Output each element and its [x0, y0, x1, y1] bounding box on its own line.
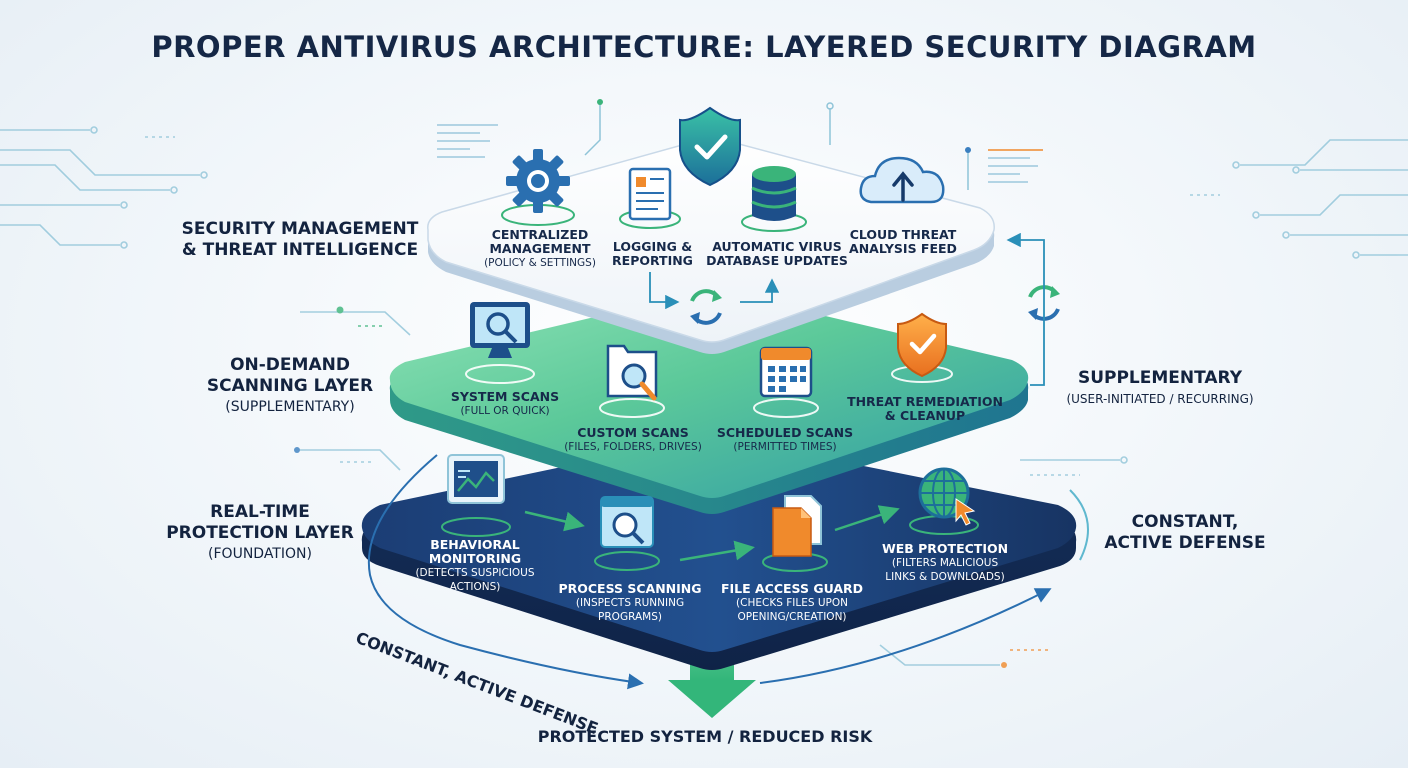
cloud-feed-label: CLOUD THREAT ANALYSIS FEED — [840, 228, 966, 256]
centralized-line1: CENTRALIZED — [491, 227, 589, 242]
monitor-search-icon — [465, 302, 535, 384]
database-updates-label: AUTOMATIC VIRUS DATABASE UPDATES — [704, 240, 850, 268]
behavioral-line2: MONITORING — [428, 551, 522, 566]
system-scans-line1: SYSTEM SCANS — [450, 389, 560, 404]
on-demand-label-sub: (SUPPLEMENTARY) — [225, 399, 355, 415]
web-protection-sub2: LINKS & DOWNLOADS) — [885, 571, 1005, 583]
cloud-line2: ANALYSIS FEED — [849, 241, 957, 256]
management-label-line2: & THREAT INTELLIGENCE — [181, 240, 419, 260]
centralized-sub: (POLICY & SETTINGS) — [484, 257, 596, 269]
custom-scans-sub: (FILES, FOLDERS, DRIVES) — [564, 441, 702, 453]
process-sub1: (INSPECTS RUNNING — [575, 597, 685, 609]
file-access-guard-label: FILE ACCESS GUARD (CHECKS FILES UPON OPE… — [712, 582, 872, 624]
scheduled-scans-line1: SCHEDULED SCANS — [716, 425, 854, 440]
supplementary-loop-arrow — [1006, 232, 1045, 386]
supplementary-label-line1: SUPPLEMENTARY — [1077, 368, 1243, 388]
folder-search-icon — [599, 344, 665, 418]
circuit-decoration-left — [0, 126, 411, 471]
supplementary-label: SUPPLEMENTARY (USER-INITIATED / RECURRIN… — [1050, 368, 1270, 410]
on-demand-layer — [389, 290, 1029, 514]
cloud-upload-icon — [859, 156, 945, 204]
constant-defense-label: CONSTANT, ACTIVE DEFENSE — [1100, 512, 1270, 554]
logging-line2: REPORTING — [612, 253, 693, 268]
web-protection-label: WEB PROTECTION (FILTERS MALICIOUS LINKS … — [870, 542, 1020, 584]
cloud-line1: CLOUD THREAT — [849, 227, 957, 242]
threat-remediation-label: THREAT REMEDIATION & CLEANUP — [840, 395, 1010, 423]
remediation-line1: THREAT REMEDIATION — [847, 394, 1003, 409]
top-decoration — [437, 99, 1043, 190]
logging-line1: LOGGING & — [612, 239, 693, 254]
custom-scans-line1: CUSTOM SCANS — [577, 425, 689, 440]
scheduled-scans-label: SCHEDULED SCANS (PERMITTED TIMES) — [710, 426, 860, 454]
behavioral-line1: BEHAVIORAL — [430, 537, 520, 552]
gear-icon — [501, 149, 575, 226]
process-sub2: PROGRAMS) — [598, 611, 662, 623]
supplementary-label-sub: (USER-INITIATED / RECURRING) — [1066, 392, 1254, 406]
process-scanning-label: PROCESS SCANNING (INSPECTS RUNNING PROGR… — [550, 582, 710, 624]
diagram-title: PROPER ANTIVIRUS ARCHITECTURE: LAYERED S… — [151, 30, 1257, 64]
flow-arrows-realtime — [524, 505, 900, 562]
centralized-management-label: CENTRALIZED MANAGEMENT (POLICY & SETTING… — [470, 228, 610, 270]
behavioral-sub1: (DETECTS SUSPICIOUS — [415, 567, 535, 579]
files-icon — [762, 495, 828, 572]
web-protection-line1: WEB PROTECTION — [881, 541, 1009, 556]
realtime-label-line2: PROTECTION LAYER — [166, 523, 354, 543]
refresh-icon — [690, 289, 722, 325]
shield-check-orange-icon — [891, 312, 953, 383]
shield-check-icon — [679, 106, 741, 187]
window-search-icon — [594, 496, 660, 571]
on-demand-label-line2: SCANNING LAYER — [206, 376, 374, 396]
custom-scans-label: CUSTOM SCANS (FILES, FOLDERS, DRIVES) — [548, 426, 718, 454]
calendar-icon — [753, 346, 819, 418]
scheduled-scans-sub: (PERMITTED TIMES) — [733, 441, 837, 453]
system-scans-label: SYSTEM SCANS (FULL OR QUICK) — [420, 390, 590, 418]
behavioral-sub2: ACTIONS) — [449, 581, 501, 593]
realtime-label-line1: REAL-TIME — [210, 502, 310, 522]
circuit-decoration-right — [879, 139, 1408, 668]
realtime-label-sub: (FOUNDATION) — [208, 546, 312, 562]
management-label-line1: SECURITY MANAGEMENT — [181, 219, 419, 239]
management-layer-label: SECURITY MANAGEMENT & THREAT INTELLIGENC… — [170, 219, 430, 261]
constant-label-line2: ACTIVE DEFENSE — [1104, 533, 1266, 553]
on-demand-layer-label: ON-DEMAND SCANNING LAYER (SUPPLEMENTARY) — [180, 355, 400, 418]
chart-monitor-icon — [441, 454, 511, 537]
realtime-layer-label: REAL-TIME PROTECTION LAYER (FOUNDATION) — [150, 502, 370, 565]
behavioral-monitoring-label: BEHAVIORAL MONITORING (DETECTS SUSPICIOU… — [400, 538, 550, 594]
management-layer — [427, 137, 995, 354]
centralized-line2: MANAGEMENT — [489, 241, 591, 256]
file-guard-sub2: OPENING/CREATION) — [737, 611, 847, 623]
constant-defense-arrows — [367, 454, 1089, 690]
logging-reporting-label: LOGGING & REPORTING — [600, 240, 705, 268]
database-icon — [741, 166, 807, 232]
system-scans-sub: (FULL OR QUICK) — [460, 405, 550, 417]
refresh-icon-right — [1028, 285, 1060, 321]
globe-cursor-icon — [909, 467, 979, 535]
file-guard-line1: FILE ACCESS GUARD — [720, 581, 864, 596]
process-line1: PROCESS SCANNING — [558, 581, 702, 596]
constant-label-line1: CONSTANT, — [1131, 512, 1239, 532]
database-line1: AUTOMATIC VIRUS — [712, 239, 842, 254]
realtime-layer — [361, 436, 1077, 670]
document-icon — [619, 167, 681, 229]
file-guard-sub1: (CHECKS FILES UPON — [736, 597, 848, 609]
database-line2: DATABASE UPDATES — [706, 253, 848, 268]
protected-system-label: PROTECTED SYSTEM / REDUCED RISK — [537, 727, 873, 746]
on-demand-label-line1: ON-DEMAND — [230, 355, 350, 375]
remediation-line2: & CLEANUP — [884, 408, 966, 423]
flow-arrows-top — [649, 272, 780, 310]
web-protection-sub1: (FILTERS MALICIOUS — [891, 557, 999, 569]
